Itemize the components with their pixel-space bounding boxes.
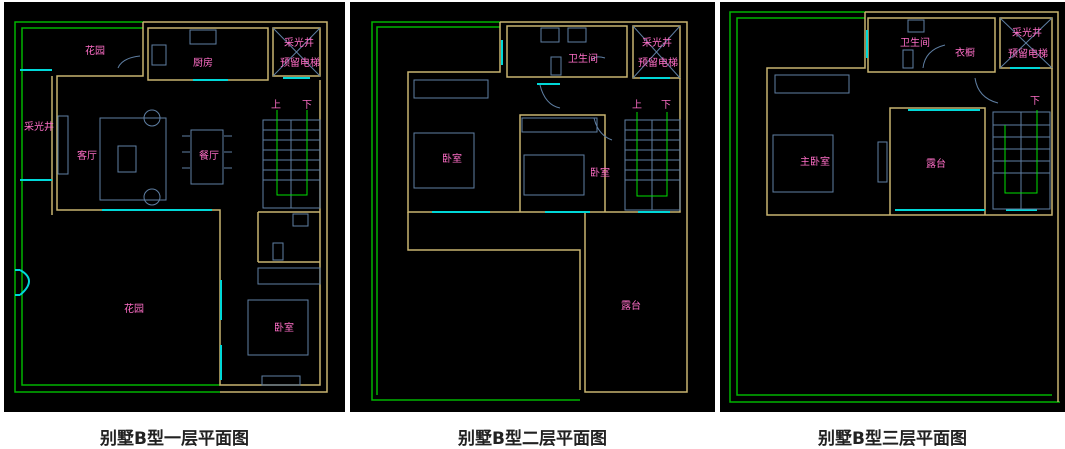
staircase bbox=[262, 110, 321, 209]
caption-floor-2: 别墅B型二层平面图 bbox=[458, 429, 607, 449]
label-closet: 衣橱 bbox=[955, 46, 975, 59]
elevator-cross bbox=[999, 17, 1053, 69]
exterior-wall bbox=[143, 21, 328, 393]
staircase bbox=[992, 110, 1051, 210]
windows bbox=[866, 30, 1040, 211]
exterior-wall bbox=[865, 11, 1059, 402]
floor-plan-1: 花园 厨房 采光井 预留电梯 采光井 客厅 餐厅 上 下 花园 卧室 bbox=[4, 2, 345, 412]
windows bbox=[432, 40, 670, 213]
bedroom2-wall bbox=[519, 114, 606, 212]
label-bathroom: 卫生间 bbox=[568, 52, 598, 65]
label-terrace: 露台 bbox=[621, 299, 641, 312]
dining-chairs bbox=[182, 135, 232, 169]
inner-boundary bbox=[736, 17, 1052, 396]
sofa-set bbox=[99, 117, 167, 201]
label-dining-room: 餐厅 bbox=[199, 149, 219, 162]
tv-cabinet bbox=[57, 115, 69, 175]
washbasin bbox=[540, 27, 560, 43]
label-elevator: 预留电梯 bbox=[638, 56, 678, 69]
wardrobe bbox=[774, 74, 850, 94]
label-bedroom-2: 卧室 bbox=[590, 166, 610, 179]
outer-boundary bbox=[729, 11, 1060, 403]
floor-wall bbox=[766, 12, 1053, 216]
washbasin bbox=[292, 213, 309, 227]
bathroom-wall bbox=[257, 211, 320, 263]
elevator-cross bbox=[272, 27, 321, 77]
elevator-shaft bbox=[272, 27, 321, 77]
caption-floor-3: 别墅B型三层平面图 bbox=[818, 429, 967, 449]
label-down: 下 bbox=[1030, 96, 1040, 107]
door-swings bbox=[922, 44, 999, 104]
garden-door bbox=[15, 269, 30, 296]
label-bedroom-1: 卧室 bbox=[442, 152, 462, 165]
kitchen-sink bbox=[151, 44, 167, 66]
tv-cabinet bbox=[877, 141, 888, 183]
label-down: 下 bbox=[661, 100, 671, 111]
wardrobe bbox=[413, 79, 489, 99]
wardrobe bbox=[521, 117, 598, 133]
label-elevator: 预留电梯 bbox=[280, 56, 320, 69]
label-terrace: 露台 bbox=[926, 157, 946, 170]
dining-table bbox=[190, 129, 224, 185]
inner-boundary bbox=[21, 27, 220, 386]
washbasin bbox=[567, 27, 587, 43]
outer-boundary bbox=[14, 21, 220, 393]
lightwell-windows bbox=[20, 69, 52, 181]
wardrobe bbox=[257, 267, 321, 285]
stove bbox=[189, 29, 217, 45]
windows bbox=[102, 77, 310, 380]
label-garden: 花园 bbox=[124, 302, 144, 315]
exterior-wall bbox=[500, 21, 688, 393]
label-garden-top: 花园 bbox=[85, 44, 105, 57]
label-bathroom: 卫生间 bbox=[900, 36, 930, 49]
label-up: 上 bbox=[632, 99, 642, 111]
label-master-bedroom: 主卧室 bbox=[800, 155, 830, 168]
label-living-room: 客厅 bbox=[77, 149, 97, 162]
label-down: 下 bbox=[302, 100, 312, 111]
label-lightwell: 采光井 bbox=[642, 36, 672, 49]
label-elevator: 预留电梯 bbox=[1008, 47, 1048, 60]
label-bedroom: 卧室 bbox=[274, 321, 294, 334]
panel-background bbox=[720, 2, 1065, 412]
inner-boundary bbox=[376, 26, 500, 395]
door-swing bbox=[117, 55, 141, 69]
outer-boundary bbox=[371, 21, 580, 401]
floor-plan-2: 卫生间 采光井 预留电梯 卧室 卧室 上 下 露台 bbox=[350, 2, 715, 412]
staircase bbox=[624, 112, 681, 211]
elevator-cross bbox=[632, 25, 681, 79]
toilet bbox=[550, 56, 562, 76]
label-lightwell: 采光井 bbox=[284, 36, 314, 49]
bathroom-wall bbox=[506, 25, 628, 78]
side-table bbox=[143, 109, 161, 127]
coffee-table bbox=[117, 145, 137, 173]
tv-stand bbox=[261, 375, 301, 386]
bed bbox=[413, 132, 475, 189]
bed bbox=[523, 154, 585, 196]
bed bbox=[247, 299, 309, 356]
door-swings bbox=[539, 56, 613, 141]
caption-floor-1: 别墅B型一层平面图 bbox=[100, 429, 249, 449]
label-lightwell: 采光井 bbox=[1012, 26, 1042, 39]
terrace-wall bbox=[889, 107, 986, 215]
side-table bbox=[143, 188, 161, 206]
toilet bbox=[272, 242, 284, 261]
terrace-edge bbox=[407, 212, 581, 390]
bed bbox=[772, 134, 834, 193]
label-lightwell-side: 采光井 bbox=[24, 120, 54, 133]
panel-background bbox=[350, 2, 715, 412]
floor-plan-3: 卫生间 衣橱 采光井 预留电梯 下 主卧室 露台 bbox=[720, 2, 1065, 412]
washbasin bbox=[907, 19, 925, 33]
panel-background bbox=[4, 2, 345, 412]
label-kitchen: 厨房 bbox=[193, 56, 213, 69]
label-up: 上 bbox=[271, 99, 281, 111]
toilet bbox=[902, 49, 914, 69]
